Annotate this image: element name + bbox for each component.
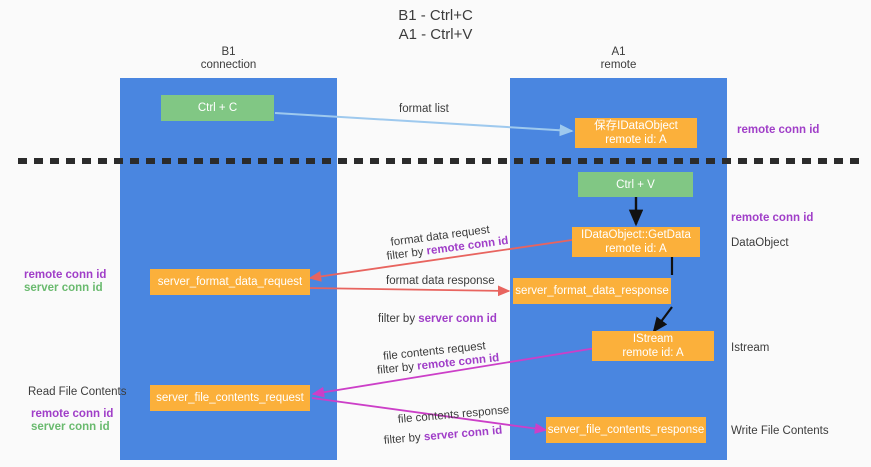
annotation-left-mid-remote-conn-id: remote conn id: [24, 269, 107, 281]
filter-key-server-conn-id: server conn id: [423, 424, 503, 444]
edge-label-format-list: format list: [399, 103, 449, 115]
annotation-right-top-remote-conn-id: remote conn id: [737, 124, 820, 136]
edge-label-format-data-response-filter: filter by server conn id: [378, 298, 497, 326]
filter-prefix: filter by: [385, 245, 428, 263]
edge-label-format-data-response: format data response: [386, 275, 495, 287]
filter-key-server-conn-id: server conn id: [418, 313, 497, 325]
filter-prefix: filter by: [378, 313, 419, 325]
annotation-right-dataobject: DataObject: [731, 237, 789, 249]
annotation-right-istream: Istream: [731, 342, 770, 354]
box-server-file-contents-request[interactable]: server_file_contents_request: [150, 385, 310, 411]
filter-key-remote-conn-id: remote conn id: [416, 352, 500, 373]
box-istream[interactable]: IStream remote id: A: [592, 331, 714, 361]
box-save-idataobject[interactable]: 保存IDataObject remote id: A: [575, 118, 697, 148]
arrow-format-data-response: [307, 285, 511, 297]
annotation-left-bottom-remote-conn-id: remote conn id: [31, 408, 114, 420]
annotation-right-write-file-contents: Write File Contents: [731, 425, 829, 437]
annotation-left-mid-server-conn-id: server conn id: [24, 282, 103, 294]
box-ctrl-v[interactable]: Ctrl + V: [578, 172, 693, 197]
filter-prefix: filter by: [376, 360, 418, 377]
diagram-title: B1 - Ctrl+C A1 - Ctrl+V: [398, 7, 473, 43]
box-server-format-data-response[interactable]: server_format_data_response: [513, 278, 671, 304]
box-server-format-data-request[interactable]: server_format_data_request: [150, 269, 310, 295]
box-server-file-contents-response[interactable]: server_file_contents_response: [546, 417, 706, 443]
annotation-left-read-file-contents: Read File Contents: [28, 386, 127, 398]
filter-prefix: filter by: [383, 431, 425, 447]
annotation-left-bottom-server-conn-id: server conn id: [31, 421, 110, 433]
annotation-right-mid-remote-conn-id: remote conn id: [731, 212, 814, 224]
filter-key-remote-conn-id: remote conn id: [425, 234, 510, 258]
box-idataobject-getdata[interactable]: IDataObject::GetData remote id: A: [572, 227, 700, 257]
lane-header-b1: B1 connection: [200, 46, 257, 71]
box-ctrl-c[interactable]: Ctrl + C: [161, 95, 274, 121]
lane-header-a1: A1 remote: [600, 46, 637, 71]
